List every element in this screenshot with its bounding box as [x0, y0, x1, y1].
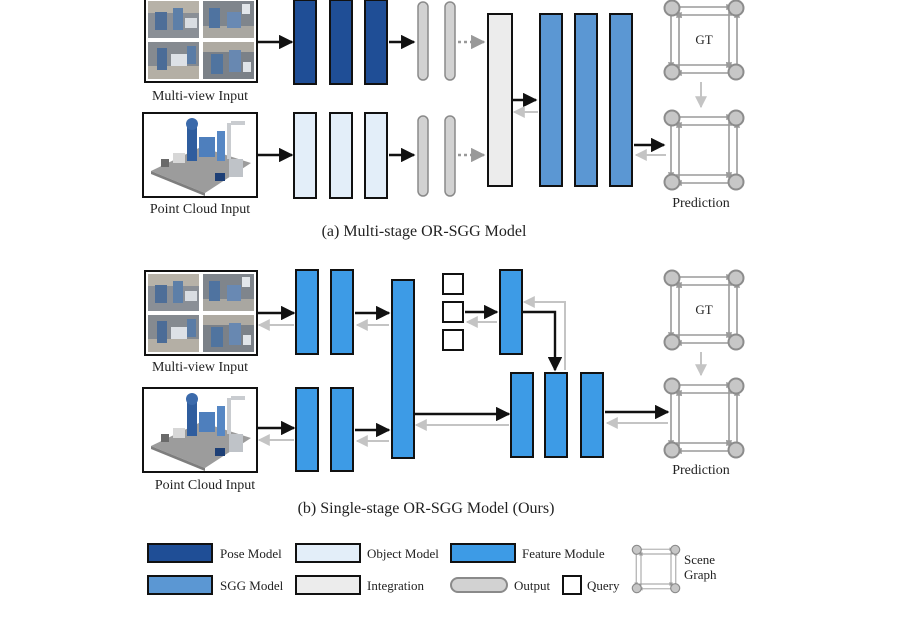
legend-label-pose: Pose Model	[220, 546, 282, 561]
pose-model-block	[364, 0, 388, 85]
decoder-feature-module	[544, 372, 568, 458]
caption-b: (b) Single-stage OR-SGG Model (Ours)	[298, 500, 555, 517]
legend-label-scene-graph-2: Graph	[684, 567, 717, 582]
sgg-model-block	[574, 13, 598, 187]
multi-view-image-b	[143, 269, 259, 357]
pose-model-block	[329, 0, 353, 85]
query-box	[442, 301, 464, 323]
legend-swatch-pose	[147, 543, 213, 563]
feature-module-block	[295, 269, 319, 355]
point-cloud-image-b	[142, 387, 258, 473]
point-cloud-label-a: Point Cloud Input	[150, 202, 250, 217]
gt-label-b: GT	[695, 302, 712, 317]
legend-swatch-integration	[295, 575, 361, 595]
point-cloud-image-a	[142, 112, 258, 198]
output-pill	[444, 115, 456, 197]
legend-label-sgg: SGG Model	[220, 578, 284, 593]
arrow-query-feature-to-decoder	[522, 310, 563, 372]
decoder-feature-module	[580, 372, 604, 458]
decoder-feature-module	[510, 372, 534, 458]
point-cloud-label-b: Point Cloud Input	[155, 478, 255, 493]
sgg-model-block	[539, 13, 563, 187]
legend: Pose Model Object Model Feature Module S…	[147, 543, 717, 595]
object-model-block	[364, 112, 388, 199]
query-box	[442, 273, 464, 295]
multi-view-image-a	[143, 0, 259, 84]
output-pill	[417, 115, 429, 197]
output-pill	[444, 1, 456, 81]
panel-b: Multi-view Input Point Cloud Input	[142, 269, 744, 517]
prediction-scene-graph-icon	[665, 111, 744, 190]
legend-swatch-sgg	[147, 575, 213, 595]
gt-label-a: GT	[695, 32, 712, 47]
legend-swatch-output	[450, 577, 508, 593]
legend-label-output: Output	[514, 578, 551, 593]
panel-a: Multi-view Input Point Cloud Input	[142, 0, 744, 240]
feature-module-block	[295, 387, 319, 472]
sgg-model-block	[609, 13, 633, 187]
scene-graph-icon	[632, 545, 679, 592]
prediction-scene-graph-icon	[665, 379, 744, 458]
legend-swatch-feature	[450, 543, 516, 563]
feature-module-block	[330, 269, 354, 355]
object-model-block	[329, 112, 353, 199]
integration-block	[487, 13, 513, 187]
query-box	[442, 329, 464, 351]
legend-label-integration: Integration	[367, 578, 425, 593]
multi-view-label-b: Multi-view Input	[152, 360, 248, 375]
prediction-label-a: Prediction	[672, 196, 730, 211]
gradient-arrow-back	[522, 296, 566, 370]
legend-label-scene-graph-1: Scene	[684, 552, 715, 567]
object-model-block	[293, 112, 317, 199]
query-feature-module	[499, 269, 523, 355]
feature-module-block	[330, 387, 354, 472]
caption-a: (a) Multi-stage OR-SGG Model	[322, 223, 527, 240]
legend-swatch-query	[562, 575, 582, 595]
legend-label-query: Query	[587, 578, 620, 593]
pose-model-block	[293, 0, 317, 85]
multi-view-label-a: Multi-view Input	[152, 89, 248, 104]
fusion-feature-module	[391, 279, 415, 459]
output-pill	[417, 1, 429, 81]
legend-label-object: Object Model	[367, 546, 439, 561]
legend-swatch-object	[295, 543, 361, 563]
prediction-label-b: Prediction	[672, 463, 730, 478]
legend-label-feature: Feature Module	[522, 546, 605, 561]
